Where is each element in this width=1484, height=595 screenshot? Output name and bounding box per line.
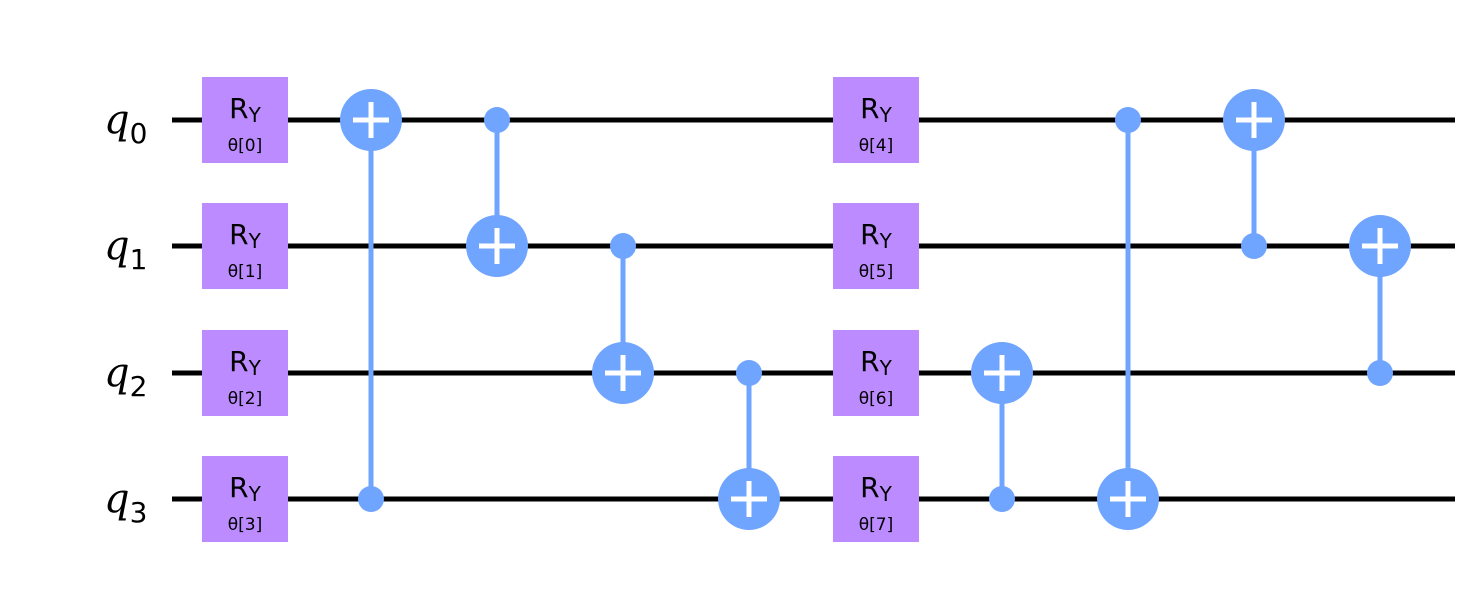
ry-gate: RY θ[6] bbox=[833, 330, 919, 416]
ry-gate-param: θ[0] bbox=[228, 136, 262, 156]
ry-gate-label: RY bbox=[229, 92, 261, 127]
ry-gate-box bbox=[202, 456, 288, 542]
ry-gate-label: RY bbox=[860, 471, 892, 506]
ry-gate: RY θ[3] bbox=[202, 456, 288, 542]
ry-gate-label: RY bbox=[229, 345, 261, 380]
ry-gate-box bbox=[833, 330, 919, 416]
cnot-gate bbox=[466, 107, 528, 277]
cnot-control-dot bbox=[610, 233, 636, 259]
cnot-control-dot bbox=[1241, 233, 1267, 259]
ry-gate: RY θ[4] bbox=[833, 77, 919, 163]
ry-gate-label: RY bbox=[229, 218, 261, 253]
qubit-label-2: q2 bbox=[104, 350, 147, 403]
ry-gate-box bbox=[202, 77, 288, 163]
ry-gate-label: RY bbox=[229, 471, 261, 506]
ry-gate-label: RY bbox=[860, 345, 892, 380]
ry-gate-box bbox=[833, 456, 919, 542]
ry-gate: RY θ[5] bbox=[833, 203, 919, 289]
ry-gate: RY θ[1] bbox=[202, 203, 288, 289]
ry-gate: RY θ[7] bbox=[833, 456, 919, 542]
qubit-labels: q0 q1 q2 q3 bbox=[104, 97, 147, 529]
gates: RY θ[0] RY θ[1] RY θ[2] RY θ[3] RY θ[4] RY θ[5] RY θ[… bbox=[202, 77, 1411, 542]
cnot-control-dot bbox=[358, 486, 384, 512]
qubit-label-0: q0 bbox=[104, 97, 147, 150]
ry-gate-label: RY bbox=[860, 218, 892, 253]
qubit-wires bbox=[172, 117, 1455, 502]
cnot-control-dot bbox=[736, 360, 762, 386]
ry-gate-box bbox=[202, 330, 288, 416]
qubit-label-1: q1 bbox=[104, 223, 147, 276]
cnot-control-dot bbox=[1115, 107, 1141, 133]
cnot-control-dot bbox=[989, 486, 1015, 512]
ry-gate-param: θ[5] bbox=[859, 262, 893, 282]
ry-gate-box bbox=[833, 77, 919, 163]
cnot-control-dot bbox=[1367, 360, 1393, 386]
ry-gate: RY θ[0] bbox=[202, 77, 288, 163]
ry-gate-param: θ[2] bbox=[228, 389, 262, 409]
cnot-gate bbox=[1223, 89, 1285, 259]
ry-gate-param: θ[7] bbox=[859, 515, 893, 535]
ry-gate-param: θ[6] bbox=[859, 389, 893, 409]
cnot-gate bbox=[340, 89, 402, 512]
cnot-gate bbox=[718, 360, 780, 530]
ry-gate-param: θ[1] bbox=[228, 262, 262, 282]
qubit-label-3: q3 bbox=[104, 476, 147, 529]
cnot-gate bbox=[1097, 107, 1159, 530]
ry-gate: RY θ[2] bbox=[202, 330, 288, 416]
cnot-control-dot bbox=[484, 107, 510, 133]
cnot-gate bbox=[1349, 215, 1411, 386]
ry-gate-param: θ[4] bbox=[859, 136, 893, 156]
ry-gate-box bbox=[202, 203, 288, 289]
cnot-gate bbox=[592, 233, 654, 404]
ry-gate-box bbox=[833, 203, 919, 289]
ry-gate-param: θ[3] bbox=[228, 515, 262, 535]
ry-gate-label: RY bbox=[860, 92, 892, 127]
cnot-gate bbox=[971, 342, 1033, 512]
